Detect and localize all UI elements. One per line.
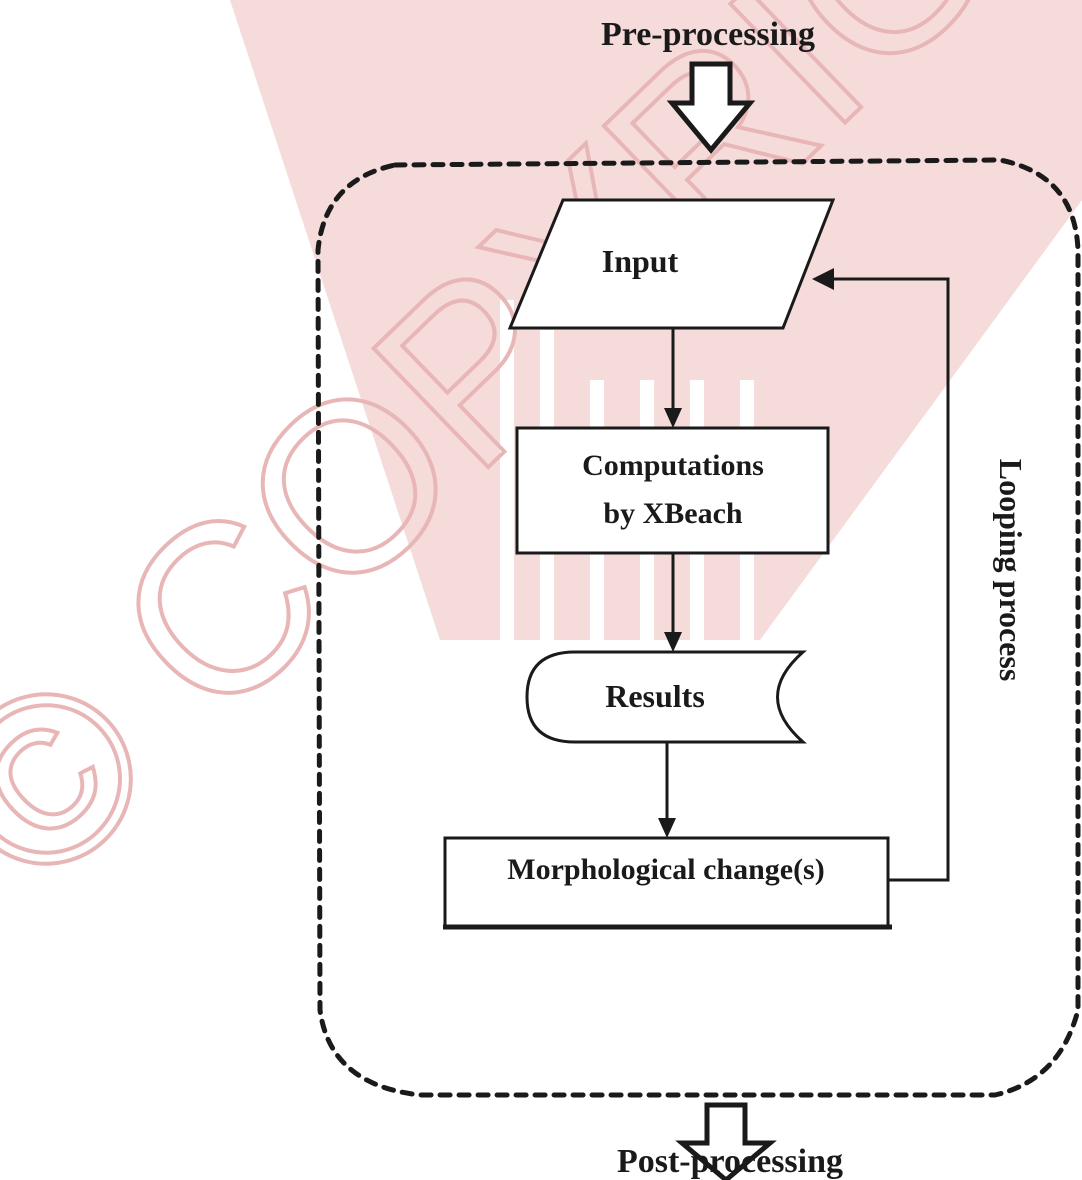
process-boundary bbox=[315, 157, 1081, 1098]
arrowhead-icon bbox=[658, 818, 676, 838]
pre-processing-label: Pre-processing bbox=[601, 16, 815, 53]
loop-label-group: Looping process bbox=[993, 459, 1029, 682]
input-node bbox=[507, 198, 836, 330]
arrowhead-icon bbox=[664, 632, 682, 652]
results-label: Results bbox=[605, 678, 705, 714]
pre-processing-arrow-icon bbox=[666, 61, 756, 154]
computations-label-line2: by XBeach bbox=[603, 497, 742, 530]
looping-process-label: Looping process bbox=[993, 459, 1029, 682]
input-label: Input bbox=[602, 243, 679, 279]
morphological-label: Morphological change(s) bbox=[507, 853, 824, 886]
computations-label-line1: Computations bbox=[582, 449, 764, 482]
computations-node bbox=[515, 426, 830, 555]
results-node bbox=[525, 650, 807, 744]
loop-arrowhead-icon bbox=[812, 268, 834, 290]
post-processing-arrow-icon bbox=[675, 1102, 777, 1180]
arrowhead-icon bbox=[664, 408, 682, 428]
loop-back-connector bbox=[832, 277, 950, 882]
post-processing-label: Post-processing bbox=[617, 1143, 843, 1180]
morphological-node bbox=[443, 836, 890, 928]
